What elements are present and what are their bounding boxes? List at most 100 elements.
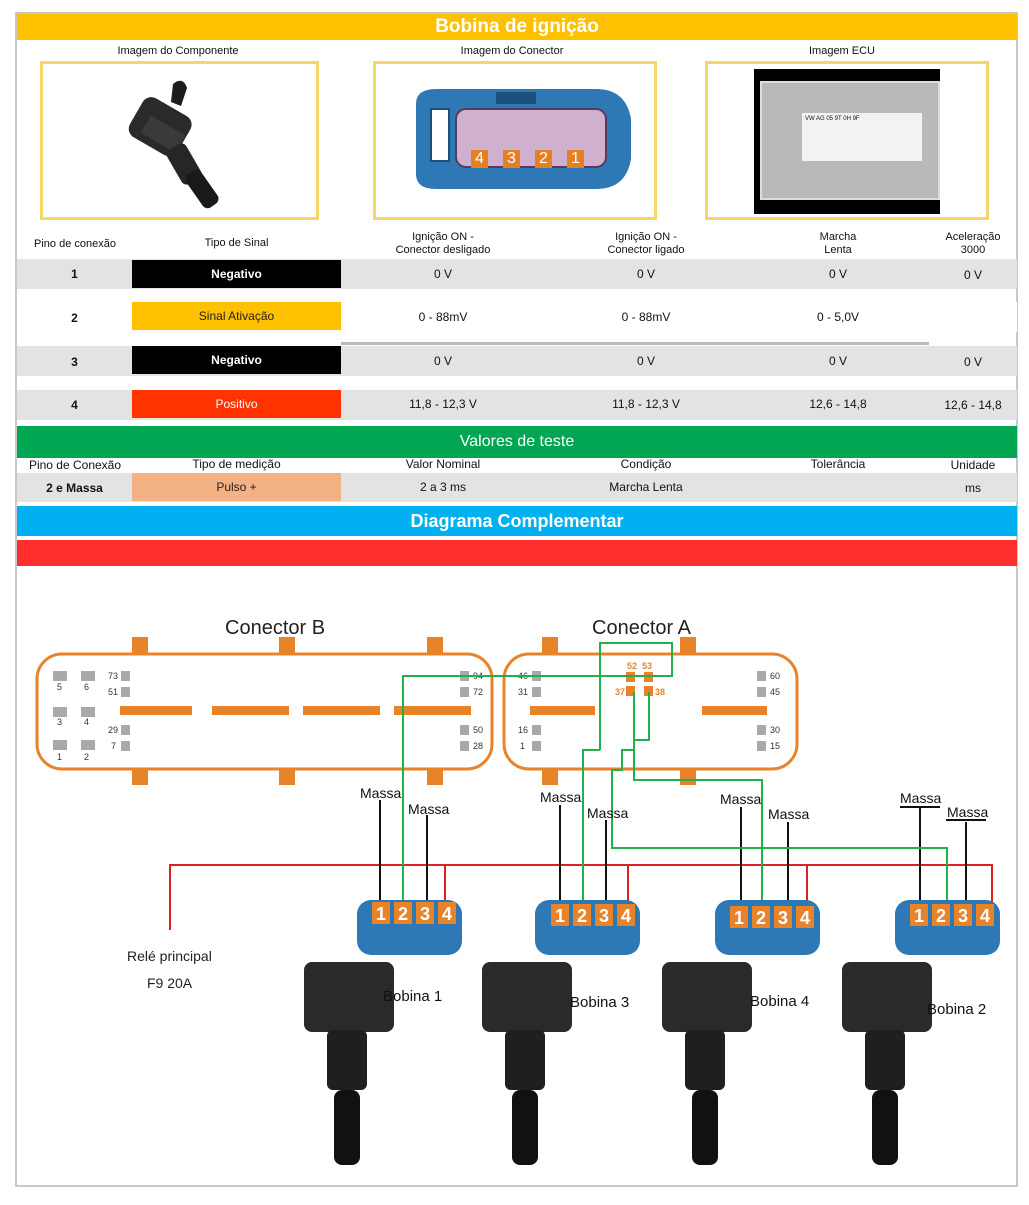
- coil-3: [482, 900, 640, 1165]
- connector-b-pin-number: 6: [84, 682, 89, 692]
- massa-label: Massa: [587, 805, 628, 821]
- connector-image-label: Imagem do Conector: [460, 45, 564, 57]
- coil-pin-number: 3: [599, 906, 609, 926]
- massa-label: Massa: [540, 789, 581, 805]
- coil-name: Bobina 3: [570, 994, 629, 1011]
- connector-pin-label: 1: [567, 150, 584, 168]
- row-divider: [341, 342, 929, 345]
- table-row: 3 Negativo 0 V 0 V 0 V 0 V: [17, 342, 1017, 376]
- accel-cell: 0 V: [963, 268, 982, 282]
- idle-cell: 0 V: [828, 354, 847, 368]
- connector-a-pin-number: 60: [770, 671, 780, 681]
- massa-label: Massa: [900, 790, 941, 806]
- connector-b-pin-number: 3: [57, 717, 62, 727]
- connector-b-pin-number: 5: [57, 682, 62, 692]
- connector-b-pin-number: 73: [108, 671, 118, 681]
- coil-name: Bobina 4: [750, 993, 809, 1010]
- connector-image: 4 3 2 1: [373, 61, 657, 220]
- table-row: 1 Negativo 0 V 0 V 0 V 0 V: [17, 259, 1017, 289]
- coil-pin-number: 4: [442, 904, 452, 924]
- pin-cell: 3: [71, 355, 78, 369]
- coil-pin-number: 2: [398, 904, 408, 924]
- coil-pin-number: 1: [555, 906, 565, 926]
- coil-pin-number: 4: [621, 906, 631, 926]
- connector-a-body: [502, 637, 799, 785]
- ign-off-cell: 11,8 - 12,3 V: [409, 397, 477, 411]
- col-header-ign-on-line2: Conector ligado: [607, 244, 685, 256]
- coil-pin-number: 3: [420, 904, 430, 924]
- coil-pin-number: 2: [756, 908, 766, 928]
- connector-a-active-pin-numbers: 52 53 37 38: [615, 661, 665, 697]
- connector-a-pin-number: 31: [518, 687, 528, 697]
- col-header-idle-line1: Marcha: [819, 231, 857, 243]
- pin-cell: 2: [71, 311, 78, 325]
- idle-cell: 12,6 - 14,8: [809, 397, 867, 411]
- connector-a-pin-number: 53: [642, 661, 652, 671]
- page-frame: [15, 12, 1018, 1187]
- test-header-unit: Unidade: [950, 458, 996, 472]
- test-type-badge: Pulso +: [132, 473, 341, 501]
- connector-b-pin-number: 7: [111, 741, 116, 751]
- ecu-housing: VW AG 05 9T 0H 9F: [760, 81, 940, 200]
- relay-fuse-label: F9 20A: [147, 975, 193, 991]
- massa-label: Massa: [408, 801, 449, 817]
- coil-pin-number: 4: [800, 908, 810, 928]
- test-header-tolerance: Tolerância: [810, 457, 866, 471]
- ign-off-cell: 0 V: [433, 267, 452, 281]
- coil-4: [662, 900, 820, 1165]
- connector-picture: [416, 89, 631, 189]
- table-row: 4 Positivo 11,8 - 12,3 V 11,8 - 12,3 V 1…: [17, 390, 1017, 420]
- signal-badge-negative: Negativo: [132, 260, 341, 288]
- connector-b-pin-number: 28: [473, 741, 483, 751]
- component-image-label: Imagem do Componente: [117, 45, 239, 57]
- coil-pin-number: 1: [376, 904, 386, 924]
- test-header-condition: Condição: [620, 457, 672, 471]
- col-header-accel: Aceleração 3000: [928, 231, 1018, 257]
- col-header-ign-off: Ignição ON - Conector desligado: [363, 231, 523, 257]
- relay-label: Relé principal: [127, 948, 212, 964]
- connector-b-body: [35, 637, 494, 785]
- ecu-sticker: VW AG 05 9T 0H 9F: [802, 113, 922, 161]
- ecu-photo-background: VW AG 05 9T 0H 9F: [754, 69, 940, 214]
- ecu-image: VW AG 05 9T 0H 9F: [705, 61, 989, 220]
- connector-b-pin-number: 72: [473, 687, 483, 697]
- col-header-ign-on: Ignição ON - Conector ligado: [566, 231, 726, 257]
- test-values-title: Valores de teste: [17, 426, 1017, 458]
- coil-pin-number: 2: [577, 906, 587, 926]
- coil-name: Bobina 1: [383, 988, 442, 1005]
- connector-a-pin-number: 45: [770, 687, 780, 697]
- wiring-diagram: 5 6 73 51 3 4 29 7 1 2 94 72 50 28 46 31…: [35, 617, 1000, 1165]
- ground-wires: [379, 800, 986, 910]
- component-image: [40, 61, 319, 220]
- table-row: 2 Sinal Ativação 0 - 88mV 0 - 88mV 0 - 5…: [17, 302, 1017, 332]
- test-condition-cell: Marcha Lenta: [609, 480, 683, 494]
- col-header-accel-line2: 3000: [960, 244, 986, 256]
- page-title: Bobina de ignição: [17, 14, 1017, 40]
- test-unit-cell: ms: [965, 481, 981, 495]
- ign-on-cell: 0 - 88mV: [621, 310, 671, 324]
- connector-b-pin-number: 29: [108, 725, 118, 735]
- test-header-nominal: Valor Nominal: [405, 457, 481, 471]
- test-row: 2 e Massa Pulso + 2 a 3 ms Marcha Lenta …: [17, 473, 1017, 502]
- coil-1: [304, 900, 462, 1165]
- connector-a-pin-number: 15: [770, 741, 780, 751]
- connector-pin-numbers: 4 3 2 1: [471, 150, 584, 168]
- massa-label: Massa: [720, 791, 761, 807]
- test-header-type: Tipo de medição: [192, 457, 281, 471]
- pin-cell: 4: [71, 398, 78, 412]
- accel-cell: 12,6 - 14,8: [944, 398, 1002, 412]
- coil-pin-number: 2: [936, 906, 946, 926]
- idle-cell: 0 - 5,0V: [816, 310, 860, 324]
- connector-pin-label: 2: [535, 150, 552, 168]
- connector-a-pin-number: 38: [655, 687, 665, 697]
- test-nominal-cell: 2 a 3 ms: [419, 480, 467, 494]
- connector-a-label: Conector A: [592, 617, 692, 639]
- col-header-idle: Marcha Lenta: [788, 231, 888, 257]
- connector-b-pin-number: 1: [57, 752, 62, 762]
- connector-a-pin-number: 1: [520, 741, 525, 751]
- ign-on-cell: 0 V: [636, 354, 655, 368]
- signal-wires: [402, 642, 948, 910]
- connector-b-pin-squares: [53, 671, 469, 751]
- ecu-image-label: Imagem ECU: [808, 45, 876, 57]
- coil-pin-number: 1: [734, 908, 744, 928]
